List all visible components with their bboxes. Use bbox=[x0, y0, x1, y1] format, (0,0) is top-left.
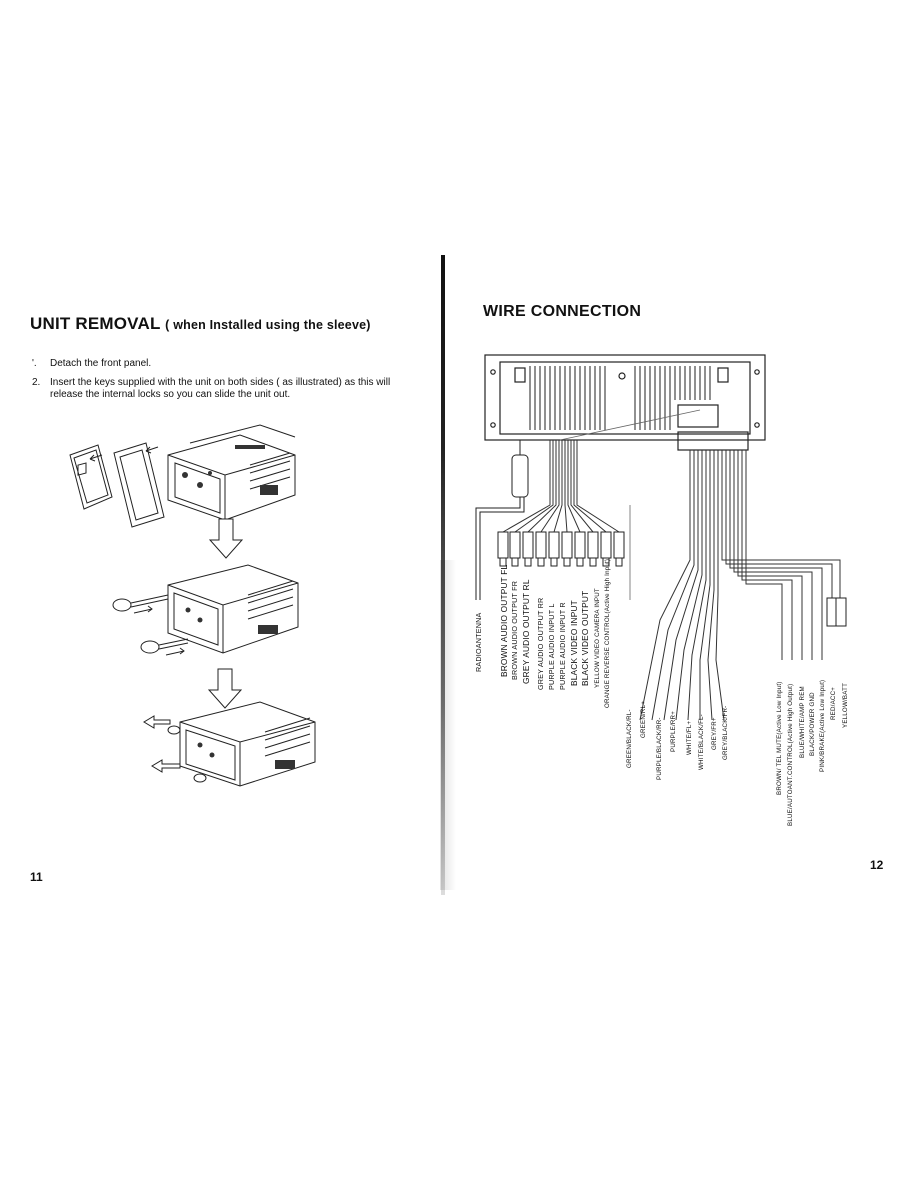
label-purple-black-rr-minus: PURPLE/BLACK/RR- bbox=[656, 717, 663, 780]
page-number-left: 11 bbox=[30, 870, 43, 884]
unit-removal-title: UNIT REMOVAL bbox=[30, 314, 161, 333]
unit-removal-subtitle: ( when Installed using the sleeve) bbox=[165, 318, 371, 332]
label-brown-tel-mute: BROWN/ TEL MUTE(Active Low Input) bbox=[776, 681, 783, 795]
removal-illustration-step1 bbox=[69, 424, 296, 528]
page-number-right: 12 bbox=[870, 858, 884, 872]
step-text: Insert the keys supplied with the unit o… bbox=[50, 377, 391, 400]
removal-illustration-step3 bbox=[143, 701, 316, 787]
label-yellow-video-camera-input: YELLOW VIDEO CAMERA INPUT bbox=[594, 588, 601, 688]
down-arrow-icon bbox=[207, 668, 243, 709]
down-arrow-icon bbox=[208, 518, 244, 559]
label-pink-brake: PINK/BRAKE(Active Low Input) bbox=[819, 679, 826, 772]
step-text: Detach the front panel. bbox=[50, 358, 152, 369]
label-black-video-output: BLACK VIDEO OUTPUT bbox=[580, 590, 590, 686]
label-yellow-batt: YELLOW/BATT bbox=[842, 682, 849, 728]
step-number: '. bbox=[32, 358, 37, 369]
spine-shadow bbox=[440, 560, 456, 890]
label-black-video-input: BLACK VIDEO INPUT bbox=[569, 600, 579, 686]
unit-removal-heading: UNIT REMOVAL ( when Installed using the … bbox=[30, 314, 371, 334]
label-purple-audio-input-l: PURPLE AUDIO INPUT L bbox=[547, 603, 556, 690]
left-page: UNIT REMOVAL ( when Installed using the … bbox=[0, 0, 440, 1188]
label-purple-rr-plus: PURPLE/RR+ bbox=[670, 710, 677, 752]
removal-illustration-step2 bbox=[112, 564, 299, 656]
label-orange-reverse-control: ORANGE REVERSE CONTROL(Active High Input… bbox=[604, 558, 611, 708]
label-black-power-gnd: BLACK/POWER GND bbox=[809, 692, 816, 756]
label-grey-fr-plus: GREY/FR+ bbox=[711, 717, 718, 750]
label-red-acc: RED/ACC+ bbox=[830, 686, 837, 720]
label-purple-audio-input-r: PURPLE AUDIO INPUT R bbox=[558, 602, 567, 690]
label-white-fl-plus: WHITE/FL+ bbox=[686, 720, 693, 755]
label-white-black-fl-minus: WHITE/BLACK/FL- bbox=[698, 714, 705, 770]
label-brown-audio-output-fl: BROWN AUDIO OUTPUT FL bbox=[499, 564, 509, 677]
label-green-black-rl-minus: GREEN/BLACK/RL- bbox=[626, 709, 633, 768]
label-blue-white-amp-rem: BLUE/WHITE/AMP REM bbox=[799, 686, 806, 758]
label-green-rl-plus: GREEN/RL+ bbox=[640, 700, 647, 738]
label-blue-autoant-control: BLUE/AUTOANT.CONTROL(Active High Output) bbox=[787, 683, 794, 826]
step-number: 2. bbox=[32, 377, 41, 388]
book-spine bbox=[441, 255, 445, 895]
label-grey-audio-output-rl: GREY AUDIO OUTPUT RL bbox=[521, 579, 531, 684]
label-grey-audio-output-rr: GREY AUDIO OUTPUT RR bbox=[536, 597, 545, 690]
label-brown-audio-output-fr: BROWN AUDIO OUTPUT FR bbox=[510, 580, 519, 680]
label-grey-black-fr-minus: GREY/BLACK/FR- bbox=[722, 705, 729, 760]
wire-connection-title: WIRE CONNECTION bbox=[483, 303, 642, 320]
label-radio-antenna: RADIOANTENNA bbox=[474, 612, 483, 672]
